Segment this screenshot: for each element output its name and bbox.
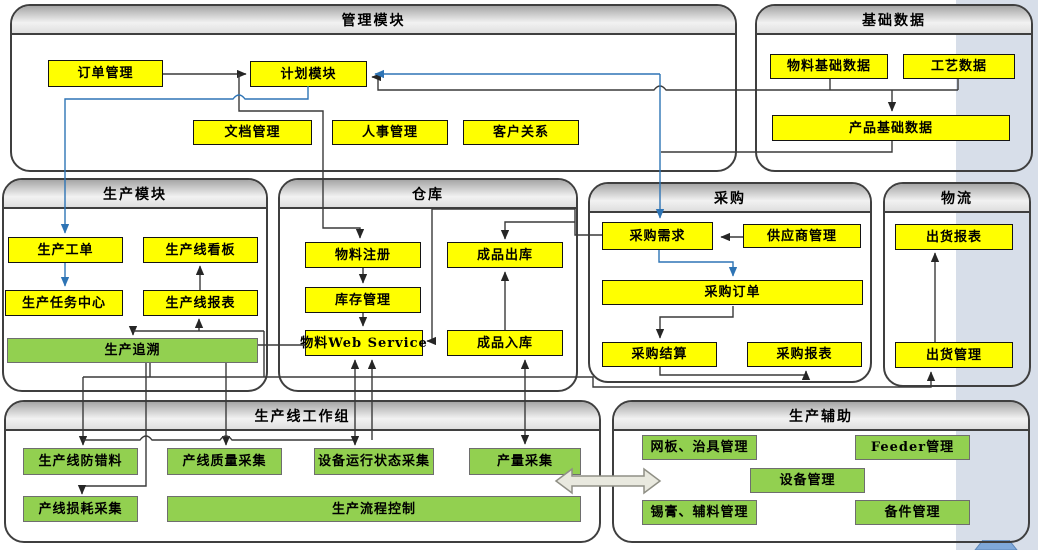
module-box-matreg: 物料注册	[305, 242, 421, 268]
container-management: 管理模块	[10, 4, 737, 172]
container-title-management: 管理模块	[12, 6, 735, 35]
container-title-production: 生产模块	[4, 180, 266, 209]
container-logistics: 物流	[883, 182, 1031, 387]
module-box-equipstatus: 设备运行状态采集	[314, 448, 434, 475]
module-box-process: 工艺数据	[903, 54, 1015, 79]
module-box-matbase: 物料基础数据	[770, 54, 888, 79]
module-box-preport: 采购报表	[747, 342, 862, 367]
container-title-lineworkgroup: 生产线工作组	[6, 402, 599, 431]
container-basicdata: 基础数据	[755, 4, 1033, 172]
module-box-shipreport: 出货报表	[895, 224, 1013, 250]
module-box-fgout: 成品出库	[447, 242, 563, 268]
module-box-feeder: Feeder管理	[855, 435, 970, 460]
module-box-errproof: 生产线防错料	[23, 448, 138, 475]
container-title-logistics: 物流	[885, 184, 1029, 213]
module-box-taskcenter: 生产任务中心	[5, 290, 123, 316]
module-box-porder: 采购订单	[602, 280, 863, 305]
module-box-loss: 产线损耗采集	[23, 496, 138, 522]
container-title-prodassist: 生产辅助	[614, 402, 1028, 431]
module-box-spare: 备件管理	[855, 500, 970, 525]
module-box-workorder: 生产工单	[8, 237, 123, 263]
module-box-demand: 采购需求	[602, 222, 713, 250]
module-box-solder: 锡膏、辅料管理	[642, 500, 757, 525]
module-box-quality: 产线质量采集	[167, 448, 282, 475]
module-box-prodbase: 产品基础数据	[772, 115, 1010, 141]
module-box-equip: 设备管理	[750, 468, 865, 493]
module-box-trace: 生产追溯	[7, 338, 258, 363]
module-box-output: 产量采集	[469, 448, 581, 475]
module-box-crm: 客户关系	[463, 120, 579, 145]
module-box-flowctrl: 生产流程控制	[167, 496, 581, 522]
module-box-hr: 人事管理	[332, 120, 448, 145]
module-box-supplier: 供应商管理	[743, 224, 861, 248]
module-box-matws: 物料Web Service	[300, 330, 427, 356]
module-box-kanban: 生产线看板	[143, 237, 258, 263]
container-title-warehouse: 仓库	[280, 180, 576, 209]
container-title-purchase: 采购	[590, 184, 870, 213]
container-warehouse: 仓库	[278, 178, 578, 392]
module-box-linereport: 生产线报表	[143, 290, 258, 316]
container-prodassist: 生产辅助	[612, 400, 1030, 543]
module-box-plan: 计划模块	[250, 61, 367, 87]
module-box-fgin: 成品入库	[447, 330, 563, 356]
container-title-basicdata: 基础数据	[757, 6, 1031, 35]
module-box-stencil: 网板、治具管理	[642, 435, 757, 460]
module-box-settle: 采购结算	[602, 342, 717, 367]
module-box-doc: 文档管理	[193, 120, 312, 145]
module-box-inventory: 库存管理	[305, 287, 421, 313]
module-box-order: 订单管理	[48, 60, 163, 87]
module-box-shipmgmt: 出货管理	[895, 342, 1013, 368]
